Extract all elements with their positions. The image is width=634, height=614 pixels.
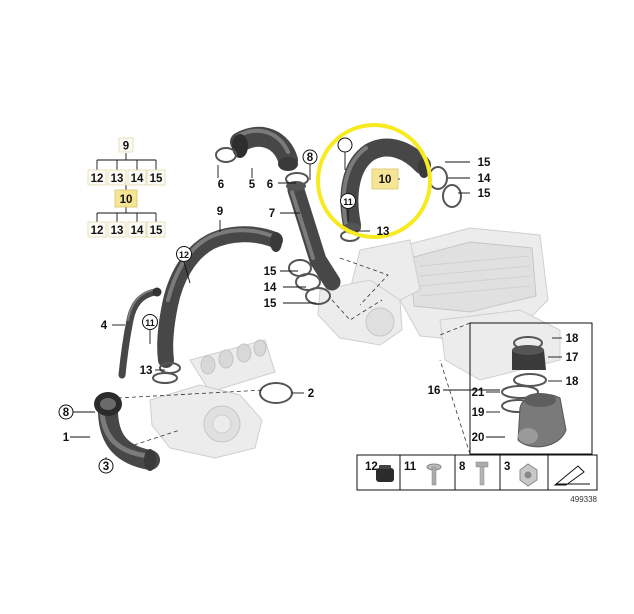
callout-15[interactable]: 15 xyxy=(264,266,277,278)
callout-3[interactable]: 3 xyxy=(103,461,109,473)
tree-root-label[interactable]: 9 xyxy=(123,141,129,153)
callout-13[interactable]: 13 xyxy=(377,226,390,238)
callout-15[interactable]: 15 xyxy=(264,298,277,310)
part-1-intake-elbow[interactable] xyxy=(94,392,160,471)
callout-14[interactable]: 14 xyxy=(264,282,277,294)
detail-box xyxy=(469,322,593,455)
tree-row2-item[interactable]: 13 xyxy=(111,225,124,237)
callout-5[interactable]: 5 xyxy=(249,179,256,191)
callout-2[interactable]: 2 xyxy=(308,388,314,400)
callout-15[interactable]: 15 xyxy=(478,157,491,169)
callout-21[interactable]: 21 xyxy=(472,387,485,399)
callout-13[interactable]: 13 xyxy=(140,365,153,377)
part-4-vent-pipe[interactable] xyxy=(118,287,162,379)
callout-16[interactable]: 16 xyxy=(428,385,441,397)
callout-4[interactable]: 4 xyxy=(101,320,108,332)
turbo-left-ghost xyxy=(149,384,263,459)
legend-item-number[interactable]: 3 xyxy=(504,461,510,473)
tree-row1-item[interactable]: 14 xyxy=(131,173,144,185)
part-7-charge-tube[interactable] xyxy=(286,181,341,291)
callout-20[interactable]: 20 xyxy=(472,432,485,444)
image-number: 499338 xyxy=(570,495,597,504)
callout-17[interactable]: 17 xyxy=(566,352,579,364)
direction-arrow-icon xyxy=(553,465,590,486)
tree-mid-label[interactable]: 10 xyxy=(120,194,133,206)
tree-row2-item[interactable]: 15 xyxy=(150,225,163,237)
callout-18[interactable]: 18 xyxy=(566,333,579,345)
tree-row1-item[interactable]: 12 xyxy=(91,173,104,185)
callouts: 6 5 6 8 7 9 12 10 15 14 15 11 13 15 14 1… xyxy=(58,137,579,474)
callout-18[interactable]: 18 xyxy=(566,376,579,388)
hex-nut-icon xyxy=(519,463,538,487)
dashed-guides xyxy=(117,257,471,455)
callout-11[interactable]: 11 xyxy=(145,318,155,328)
assembly-tree: 9 12 13 14 15 10 12 13 14 15 xyxy=(87,137,166,238)
callout-6[interactable]: 6 xyxy=(218,179,224,191)
callout-19[interactable]: 19 xyxy=(472,407,485,419)
callout-15[interactable]: 15 xyxy=(478,188,491,200)
exhaust-manifold-ghost xyxy=(189,339,276,393)
legend-item-number[interactable]: 11 xyxy=(404,461,417,473)
tree-row1-item[interactable]: 13 xyxy=(111,173,124,185)
part-9-charge-pipe[interactable] xyxy=(157,226,283,368)
callout-9[interactable]: 9 xyxy=(217,206,223,218)
fastener-legend: 12 11 8 3 xyxy=(356,454,598,491)
legend-item-number[interactable]: 12 xyxy=(365,461,378,473)
callout-8[interactable]: 8 xyxy=(307,152,314,164)
callout-10-highlight[interactable]: 10 xyxy=(379,174,392,186)
callout-7[interactable]: 7 xyxy=(269,208,275,220)
part-10-highlighted-pipe[interactable] xyxy=(340,138,431,234)
callout-12[interactable]: 12 xyxy=(179,250,189,260)
screw-icon xyxy=(475,461,489,486)
legend-item-number[interactable]: 8 xyxy=(459,461,466,473)
bolt-washer-icon xyxy=(426,463,442,486)
callout-1[interactable]: 1 xyxy=(63,432,70,444)
grommet-icon xyxy=(376,465,394,482)
callout-11[interactable]: 11 xyxy=(343,197,353,207)
highlight-ring xyxy=(316,123,432,239)
callout-6[interactable]: 6 xyxy=(267,179,273,191)
callout-14[interactable]: 14 xyxy=(478,173,491,185)
tree-row1-item[interactable]: 15 xyxy=(150,173,163,185)
part-5-upper-elbow[interactable] xyxy=(230,126,298,171)
tree-row2-item[interactable]: 12 xyxy=(91,225,104,237)
tree-row2-item[interactable]: 14 xyxy=(131,225,144,237)
intercooler-ghost xyxy=(349,227,549,341)
callout-8[interactable]: 8 xyxy=(63,407,70,419)
